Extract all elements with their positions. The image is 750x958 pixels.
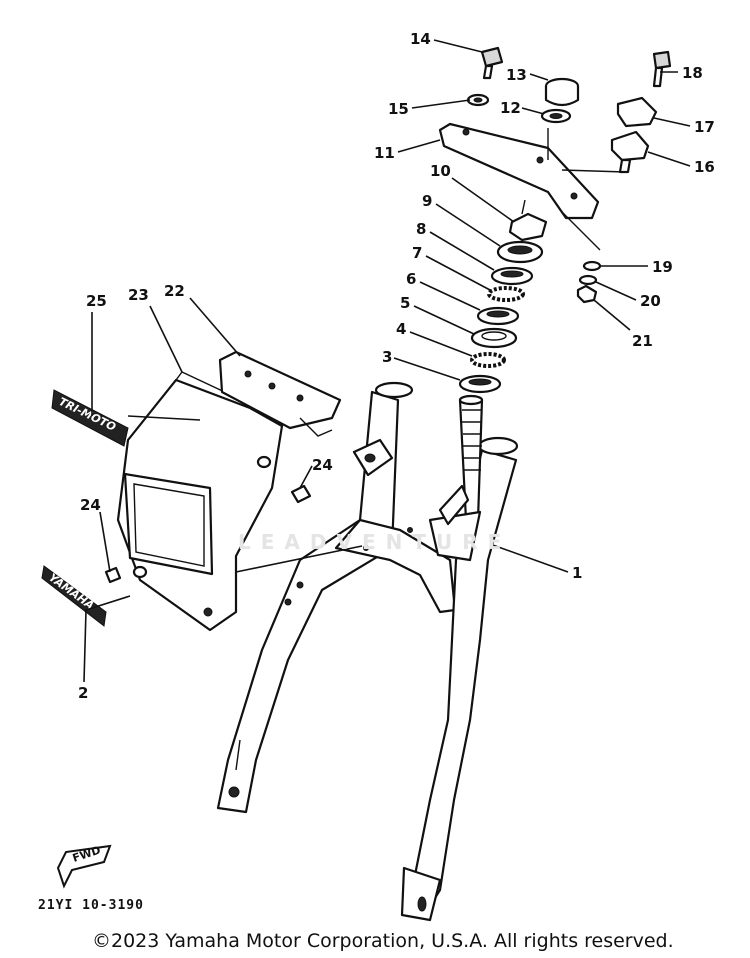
diagram-code: 21YI 10-3190 (38, 898, 144, 913)
label-14: 14 (410, 30, 431, 48)
part-labels: 14 13 18 15 12 17 11 16 10 9 8 7 19 6 20… (78, 30, 715, 702)
leader-lines (83, 39, 691, 683)
label-13: 13 (506, 66, 527, 84)
label-9: 9 (422, 192, 432, 210)
label-25: 25 (86, 292, 107, 310)
upper-bracket (438, 122, 600, 220)
label-4: 4 (396, 320, 406, 338)
steering-frame (216, 381, 519, 922)
label-11: 11 (374, 144, 395, 162)
watermark: LEADVENTURE (238, 530, 512, 554)
label-5: 5 (400, 294, 410, 312)
label-23: 23 (128, 286, 149, 304)
label-7: 7 (412, 244, 422, 262)
label-2: 2 (78, 684, 88, 702)
label-16: 16 (694, 158, 715, 176)
decal-yamaha: YAMAHA (41, 565, 107, 627)
label-21: 21 (632, 332, 653, 350)
label-17: 17 (694, 118, 715, 136)
label-18: 18 (682, 64, 703, 82)
decal-yamaha-text: YAMAHA (46, 571, 96, 612)
fwd-arrow-icon: FWD (56, 844, 112, 889)
label-6: 6 (406, 270, 416, 288)
label-15: 15 (388, 100, 409, 118)
decal-tri-moto: TRI-MOTO (51, 389, 129, 447)
right-tube-top (477, 436, 519, 456)
label-10: 10 (430, 162, 451, 180)
label-24-lower: 24 (80, 496, 101, 514)
label-12: 12 (500, 99, 521, 117)
label-19: 19 (652, 258, 673, 276)
left-tube-top (374, 381, 414, 399)
copyright-notice: ©2023 Yamaha Motor Corporation, U.S.A. A… (92, 930, 674, 952)
label-8: 8 (416, 220, 426, 238)
headlight-cover (116, 371, 284, 632)
label-24-upper: 24 (312, 456, 333, 474)
label-20: 20 (640, 292, 661, 310)
label-3: 3 (382, 348, 392, 366)
label-1: 1 (572, 564, 582, 582)
label-22: 22 (164, 282, 185, 300)
stem-hardware (458, 46, 672, 394)
